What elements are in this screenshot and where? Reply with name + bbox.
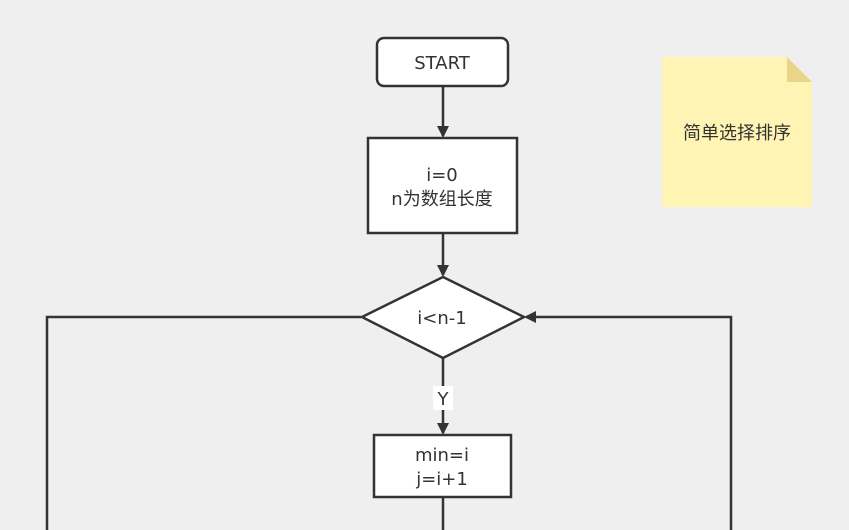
- condition-diamond: [359, 275, 527, 360]
- edge-label-y-text: Y: [437, 389, 450, 410]
- sticky-note-body: [662, 57, 812, 207]
- condition-label: i<n-1: [417, 308, 466, 329]
- init-process-node[interactable]: i=0 n为数组长度: [366, 136, 519, 235]
- init-process-line-2: n为数组长度: [391, 189, 492, 210]
- assign-process-line-2: j=i+1: [415, 469, 468, 490]
- start-node-label: START: [414, 53, 471, 74]
- edge-loop-back-to-condition: [524, 311, 733, 530]
- assign-process-box: [372, 433, 513, 499]
- edge-label-y-background: [433, 386, 453, 410]
- condition-node[interactable]: i<n-1: [359, 275, 527, 360]
- sticky-note-fold: [787, 57, 812, 82]
- sticky-note-text: 简单选择排序: [683, 123, 791, 144]
- assign-process-line-1: min=i: [415, 445, 469, 466]
- edge-condition-false-branch: [45, 315, 361, 530]
- assign-process-node[interactable]: min=i j=i+1: [372, 433, 513, 499]
- sticky-note[interactable]: 简单选择排序: [662, 57, 812, 207]
- init-process-line-1: i=0: [426, 165, 458, 186]
- start-node[interactable]: START: [375, 36, 510, 88]
- start-node-box: [375, 36, 510, 88]
- edge-label-y: Y: [433, 386, 453, 410]
- init-process-box: [366, 136, 519, 235]
